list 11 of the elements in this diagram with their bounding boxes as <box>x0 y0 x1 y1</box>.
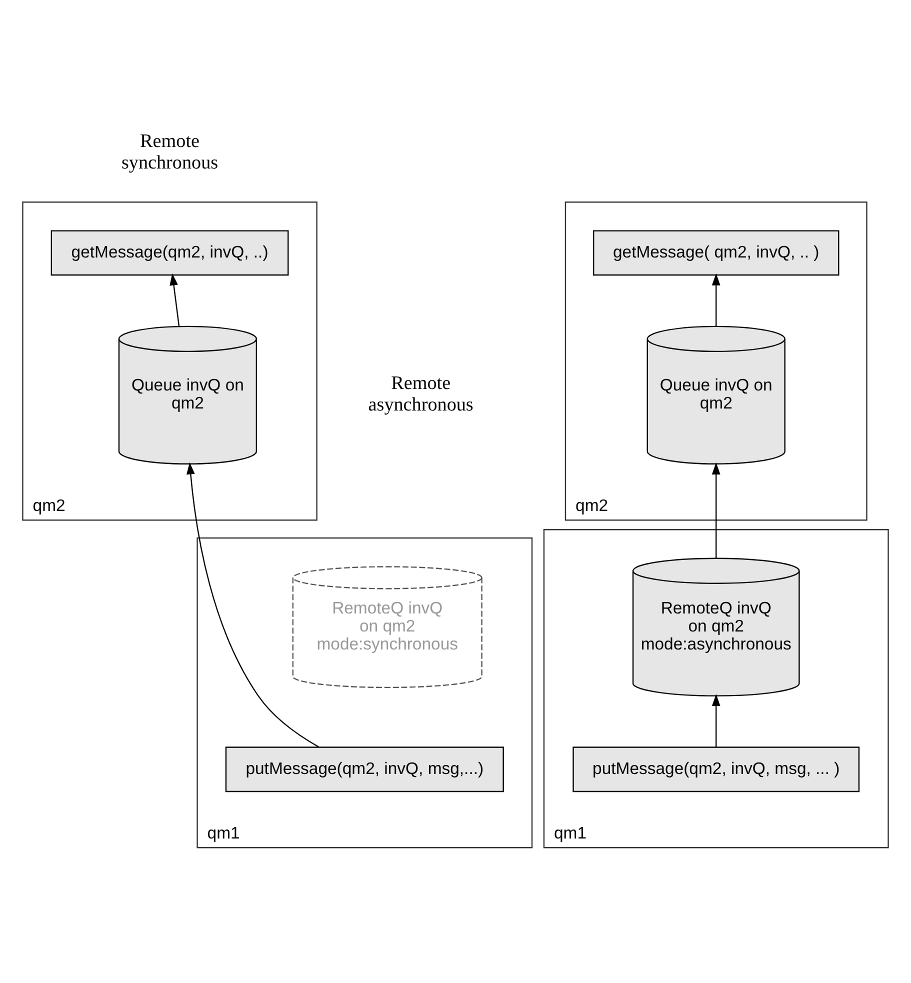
node-box: getMessage(qm2, invQ, ..) <box>50 230 289 276</box>
node-box: getMessage( qm2, invQ, .. ) <box>592 230 840 276</box>
arrow <box>712 272 720 326</box>
arrow <box>712 462 720 558</box>
label: Remote asynchronous <box>368 372 474 415</box>
arrow <box>170 272 180 326</box>
node-box: putMessage(qm2, invQ, msg, ... ) <box>572 746 860 792</box>
arrow <box>712 694 720 747</box>
label: Remote synchronous <box>121 130 218 173</box>
node-box: putMessage(qm2, invQ, msg,...) <box>225 746 504 792</box>
arrow <box>186 462 320 748</box>
